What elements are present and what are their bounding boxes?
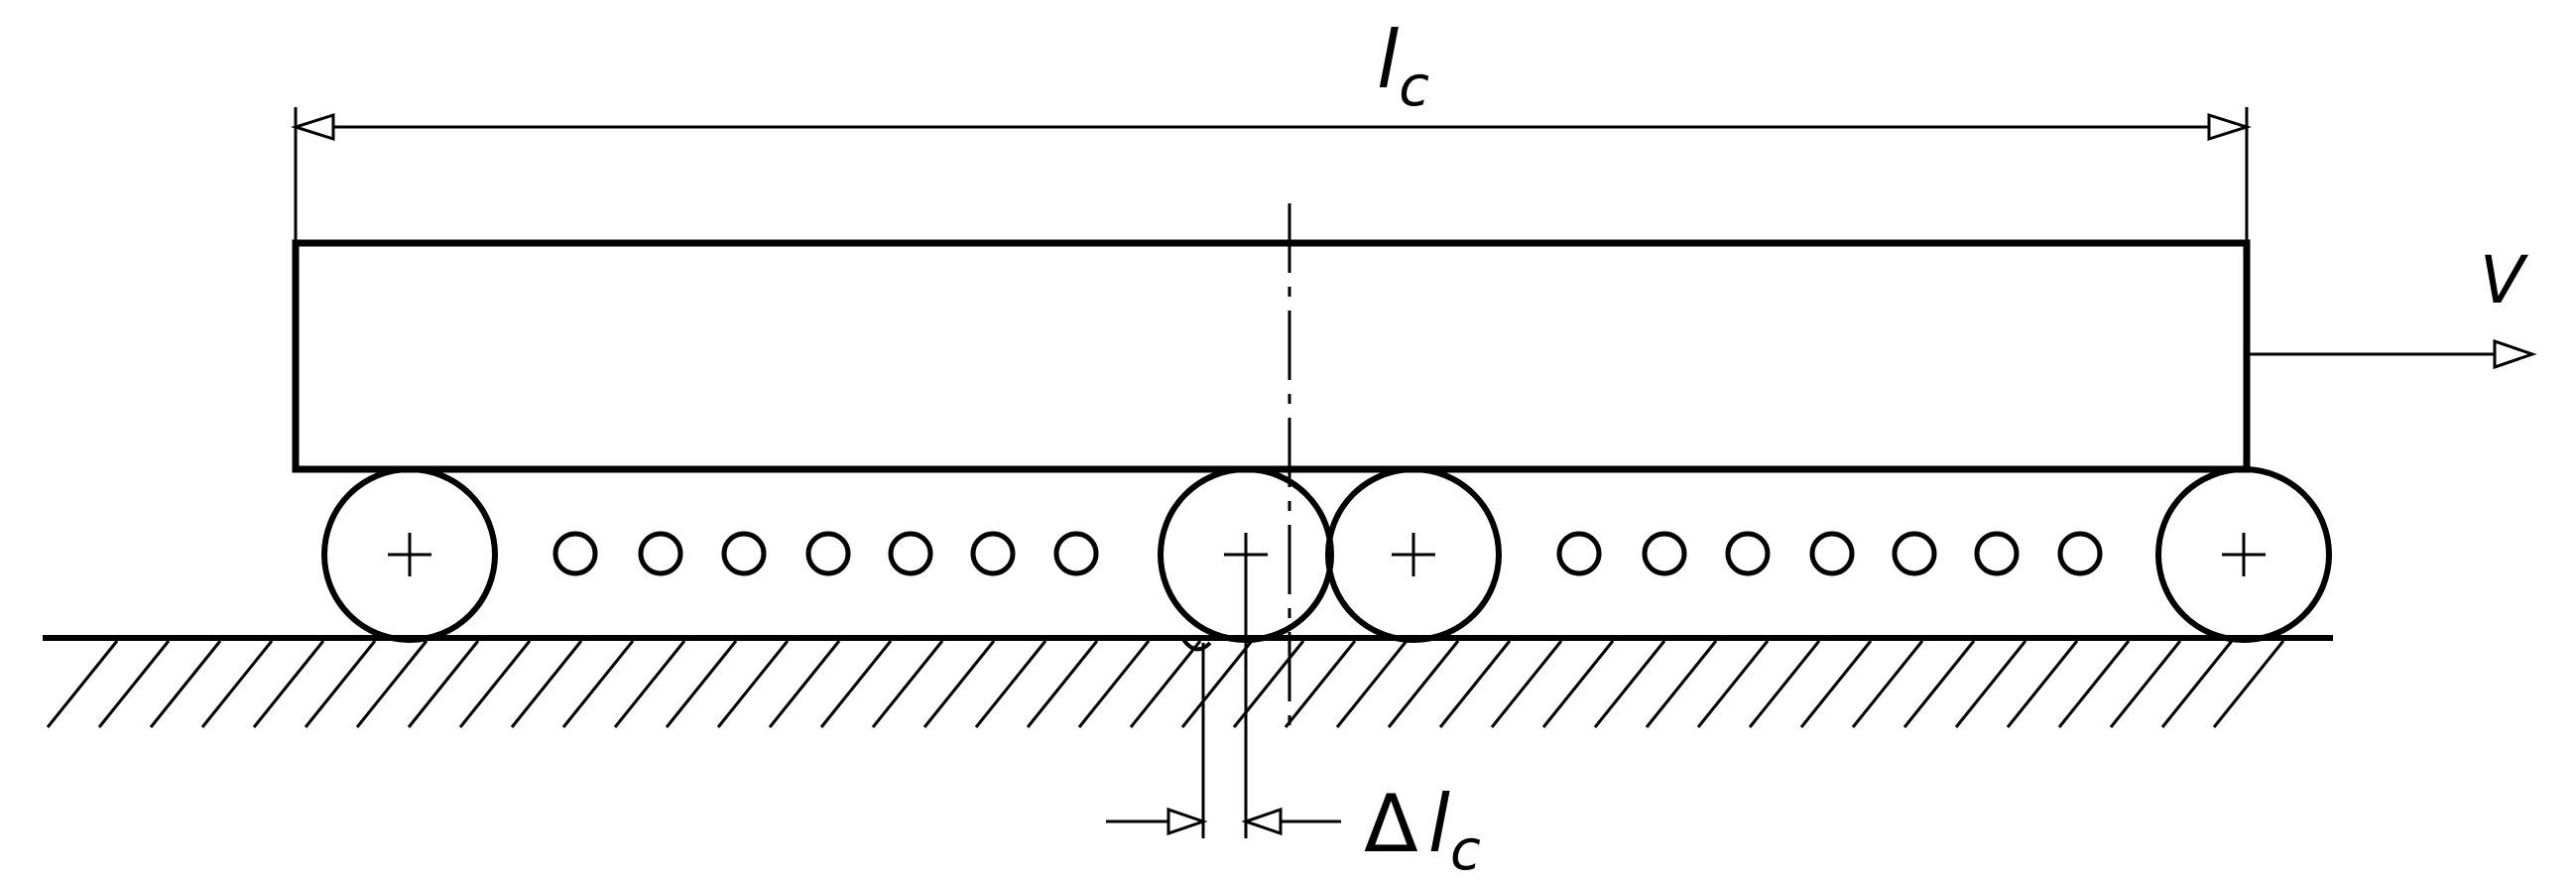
small-roller <box>552 531 598 576</box>
hatch-line <box>2006 640 2079 728</box>
hatch-line <box>1026 640 1099 728</box>
hatch-line <box>1851 640 1924 728</box>
ground-hatching <box>46 640 2285 728</box>
hatch-line <box>200 640 274 728</box>
hatch-line <box>1541 640 1615 728</box>
small-roller <box>1809 531 1855 576</box>
hatch-line <box>510 640 583 728</box>
axle-plus-icon <box>2222 533 2266 576</box>
length-label: lc <box>1377 14 1429 119</box>
axle-plus-icon <box>388 533 431 576</box>
hatch-line <box>1593 640 1666 728</box>
hatch-line <box>1387 640 1460 728</box>
axle-plus-icon <box>1392 533 1435 576</box>
hatch-line <box>819 640 893 728</box>
hatch-line <box>1284 640 1357 728</box>
hatch-line <box>2212 640 2285 728</box>
hatch-line <box>304 640 377 728</box>
hatch-line <box>922 640 996 728</box>
length-symbol: l <box>1377 14 1399 106</box>
delta-symbol: Δ <box>1364 778 1418 870</box>
hatch-line <box>768 640 841 728</box>
small-roller <box>1974 531 2020 576</box>
hatch-line <box>716 640 790 728</box>
hatch-line <box>561 640 635 728</box>
hatch-line <box>46 640 119 728</box>
hatch-line <box>1799 640 1873 728</box>
small-roller <box>1892 531 1937 576</box>
length-subscript: c <box>1399 55 1429 119</box>
small-roller <box>1725 531 1771 576</box>
velocity-label: V <box>2480 242 2528 318</box>
small-roller <box>1642 531 1687 576</box>
length-dimension: lc <box>291 14 2252 243</box>
hatch-line <box>458 640 532 728</box>
hatch-line <box>1129 640 1202 728</box>
hatch-line <box>613 640 686 728</box>
ground <box>43 635 2333 728</box>
hatch-line <box>974 640 1047 728</box>
small-roller <box>638 531 683 576</box>
hatch-line <box>1180 640 1254 728</box>
delta-length-subscript: c <box>1450 818 1481 881</box>
hatch-line <box>1335 640 1409 728</box>
hatch-line <box>1645 640 1718 728</box>
hatch-line <box>407 640 480 728</box>
small-roller <box>2057 531 2103 576</box>
hatch-line <box>2109 640 2182 728</box>
dimension-arrow-left <box>291 112 335 142</box>
left-roller-group <box>321 466 1334 643</box>
small-roller <box>1053 531 1099 576</box>
small-roller <box>1556 531 1602 576</box>
hatch-line <box>1696 640 1770 728</box>
hatch-line <box>355 640 429 728</box>
hatch-line <box>1490 640 1563 728</box>
dimension-arrow-right <box>2207 112 2252 142</box>
hatch-line <box>252 640 325 728</box>
small-roller <box>721 531 767 576</box>
small-roller <box>805 531 851 576</box>
delta-arrow-left <box>1166 807 1208 836</box>
hatch-line <box>1954 640 2027 728</box>
hatch-line <box>665 640 738 728</box>
ground-notch <box>1180 636 1212 652</box>
right-roller-group <box>1325 466 2332 643</box>
velocity-arrow-head <box>2493 338 2537 370</box>
delta-length-symbol: l <box>1428 778 1450 870</box>
hatch-line <box>2160 640 2234 728</box>
hatch-line <box>1438 640 1512 728</box>
hatch-line <box>871 640 944 728</box>
delta-arrow-right <box>1241 807 1283 836</box>
load-body <box>292 239 2251 473</box>
hatch-line <box>2057 640 2131 728</box>
small-roller <box>970 531 1016 576</box>
hatch-line <box>149 640 222 728</box>
small-roller <box>888 531 933 576</box>
hatch-line <box>1902 640 1976 728</box>
hatch-line <box>1077 640 1151 728</box>
velocity-indicator: V <box>2250 242 2537 370</box>
hatch-line <box>97 640 171 728</box>
hatch-line <box>1748 640 1821 728</box>
